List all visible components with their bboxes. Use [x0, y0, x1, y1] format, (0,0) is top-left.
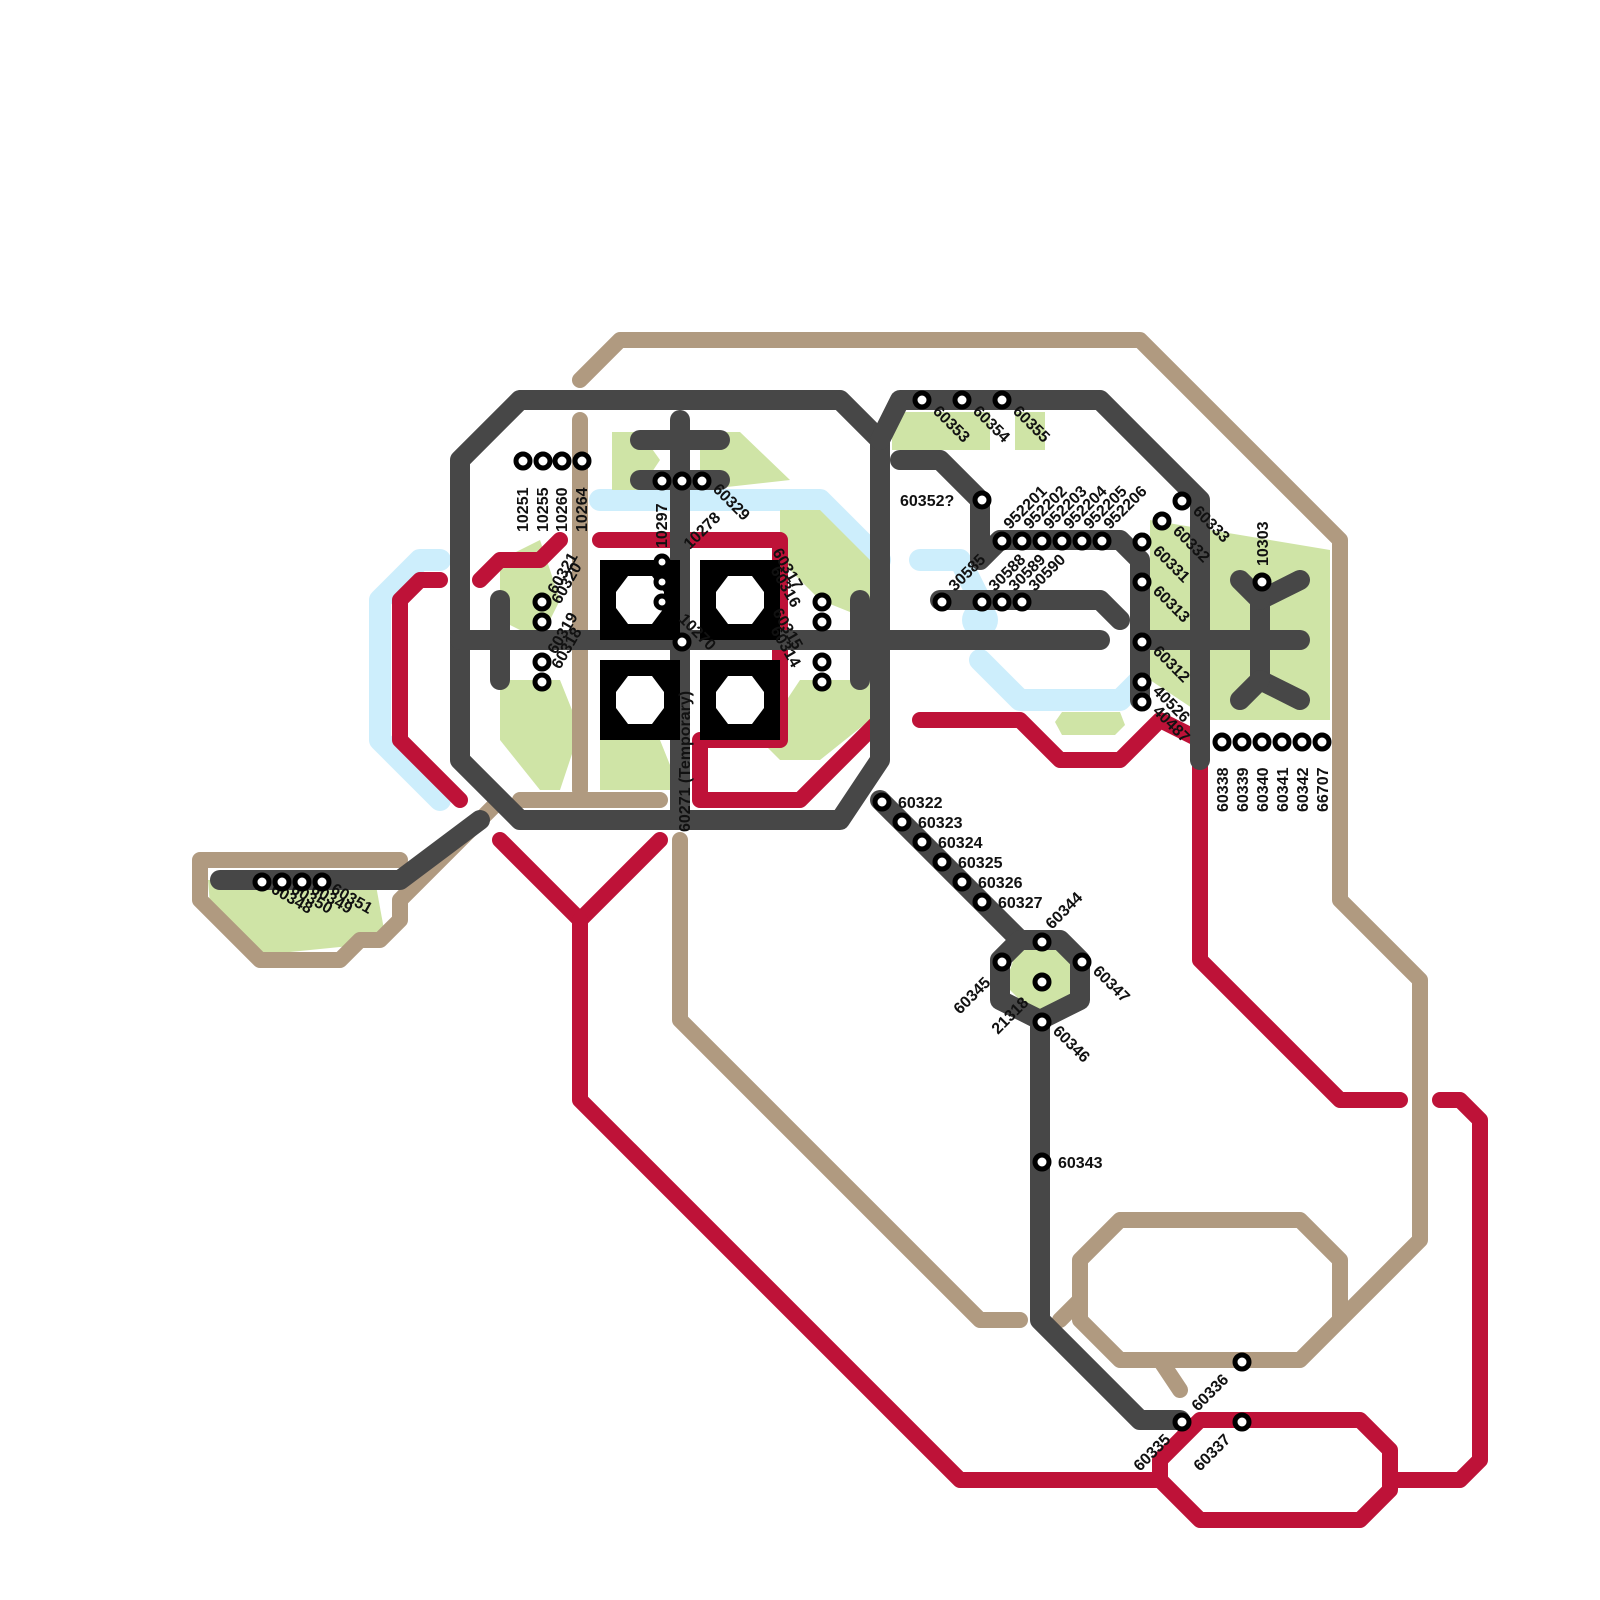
light-blue-spot	[962, 602, 998, 638]
tan-line-ring-west	[1052, 1292, 1088, 1328]
stop-label: 10264	[574, 487, 591, 532]
stop-60352[interactable]: 60352?	[900, 490, 992, 510]
block-ne	[700, 560, 780, 640]
green-area-east-a	[780, 510, 870, 620]
stop-label: 60324	[938, 835, 983, 852]
stop-10264[interactable]: 10264	[572, 451, 592, 532]
stop-label: 60341	[1275, 767, 1292, 812]
stop-label: 10297	[654, 503, 671, 548]
road-east-x-4	[1230, 570, 1270, 610]
light-blue-path-west	[369, 549, 451, 811]
green-area-marsh	[1055, 712, 1125, 735]
road-northeast-inner	[890, 450, 1150, 710]
stop-60326[interactable]: 60326	[952, 872, 1023, 892]
green-area-south	[600, 740, 680, 790]
city-blocks	[600, 560, 780, 740]
stop-label: 60327	[998, 895, 1043, 912]
road-west-block	[450, 390, 890, 830]
stop-60341[interactable]: 60341	[1272, 732, 1292, 812]
stop-label: 60326	[978, 875, 1023, 892]
stop-60343[interactable]: 60343	[1032, 1152, 1103, 1172]
stop-label: 10260	[554, 487, 571, 532]
red-lines	[392, 532, 1488, 1528]
stop-label: 10251	[515, 487, 532, 532]
stop-label: 60338	[1215, 767, 1232, 812]
stop-label: 60342	[1295, 767, 1312, 812]
stop-label: 10255	[535, 487, 552, 532]
stop-label: 10303	[1255, 521, 1272, 566]
stop-60325[interactable]: 60325	[932, 852, 1003, 872]
stop-label: 60323	[918, 815, 963, 832]
red-line-west-loop	[392, 572, 468, 808]
stop-label: 60340	[1255, 767, 1272, 812]
tan-line-outer-loop	[572, 332, 1428, 1328]
green-area-west-b	[500, 680, 580, 790]
tan-line-diagonal	[672, 832, 1028, 1328]
green-area-northeast	[892, 412, 990, 450]
stop-label: 66707	[1315, 767, 1332, 812]
stop-10255[interactable]: 10255	[533, 451, 553, 532]
stop-label: 60339	[1235, 767, 1252, 812]
stop-66707[interactable]: 66707	[1312, 732, 1332, 812]
red-line-south-main	[572, 912, 1168, 1488]
tan-line-ring-spur	[1152, 1352, 1188, 1398]
stop-label: 60325	[958, 855, 1003, 872]
stop-60327[interactable]: 60327	[972, 892, 1043, 912]
light-blue-path-east	[909, 549, 991, 611]
stop-10303[interactable]: 10303	[1252, 521, 1272, 592]
stop-10251[interactable]: 10251	[513, 451, 533, 532]
tan-lines	[192, 332, 1428, 1398]
red-line-far-east	[1392, 1092, 1488, 1488]
red-line-northwest	[472, 532, 568, 588]
red-line-east	[912, 712, 1408, 1108]
stop-marker[interactable]	[653, 573, 671, 591]
road-northeast	[870, 390, 1210, 770]
stop-10297[interactable]: 10297	[652, 471, 672, 548]
stop-60322[interactable]: 60322	[872, 792, 943, 812]
block-se	[700, 660, 780, 740]
stop-label: 60343	[1058, 1155, 1103, 1172]
green-area-northeast-2	[1015, 412, 1045, 450]
stop-marker[interactable]	[653, 553, 671, 571]
road-east-x-5	[1230, 670, 1270, 710]
stop-60323[interactable]: 60323	[892, 812, 963, 832]
green-area-west-island	[208, 880, 385, 955]
stop-60339[interactable]: 60339	[1232, 732, 1252, 812]
stop-marker[interactable]	[653, 593, 671, 611]
stop-label: 60322	[898, 795, 943, 812]
red-line-southeast-loop	[1152, 1412, 1398, 1528]
stop-60342[interactable]: 60342	[1292, 732, 1312, 812]
stop-label: 60352?	[900, 493, 954, 510]
tan-line-southwest	[192, 792, 508, 968]
stop-60338[interactable]: 60338	[1212, 732, 1232, 812]
stop-60271-temporary[interactable]: 60271 (Temporary)	[677, 691, 694, 832]
stop-60340[interactable]: 60340	[1252, 732, 1272, 812]
stop-label: 60271 (Temporary)	[677, 691, 694, 832]
tan-line-ring	[1072, 1212, 1348, 1368]
stop-60324[interactable]: 60324	[912, 832, 983, 852]
block-sw	[600, 660, 680, 740]
stop-10260[interactable]: 10260	[552, 451, 572, 532]
